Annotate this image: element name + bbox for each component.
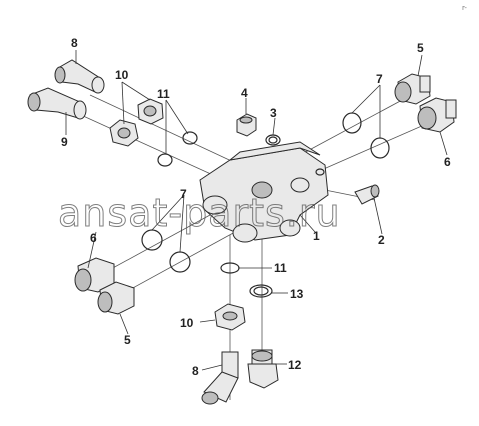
callout-12: 12 <box>288 358 302 372</box>
callout-8-bottom: 8 <box>192 364 199 378</box>
callout-8-top: 8 <box>71 36 78 50</box>
callout-7-left: 7 <box>180 187 187 201</box>
part-5-fitting-right <box>394 73 431 105</box>
part-6-fitting-left <box>74 257 115 293</box>
callout-11-bottom: 11 <box>274 261 287 275</box>
part-5-fitting-left <box>97 281 135 315</box>
part-13-seal <box>249 284 273 298</box>
callout-5-left: 5 <box>124 333 131 347</box>
part-12-fitting <box>247 349 279 389</box>
part-10-nut-bottom <box>214 303 246 331</box>
part-10-nut-top <box>109 98 164 147</box>
callout-10-bottom: 10 <box>180 316 194 330</box>
callout-4: 4 <box>241 86 248 100</box>
part-4-cap <box>236 113 257 137</box>
callout-5-right: 5 <box>417 41 424 55</box>
part-11-washers-top <box>157 131 198 167</box>
callout-3: 3 <box>270 106 277 120</box>
part-2-bolt <box>354 184 380 205</box>
callout-2: 2 <box>378 233 385 247</box>
part-6-fitting-right <box>417 97 457 133</box>
corner-mark: r- <box>462 4 467 12</box>
part-9-elbow-top <box>27 87 87 120</box>
part-7-rings-left <box>141 229 191 273</box>
callout-9: 9 <box>61 135 68 149</box>
callout-11-top: 11 <box>157 87 170 101</box>
watermark-text: ansat-parts.ru <box>58 191 341 235</box>
callout-1: 1 <box>313 229 320 243</box>
callout-10-top: 10 <box>115 68 129 82</box>
callout-13: 13 <box>290 287 304 301</box>
callout-6-right: 6 <box>444 155 451 169</box>
part-8-elbow-top <box>54 59 105 94</box>
callout-6-left: 6 <box>90 231 97 245</box>
callout-7-right: 7 <box>376 72 383 86</box>
part-8-elbow-bottom <box>201 351 239 405</box>
part-3-seal <box>265 134 281 146</box>
leader-lines <box>65 50 448 371</box>
